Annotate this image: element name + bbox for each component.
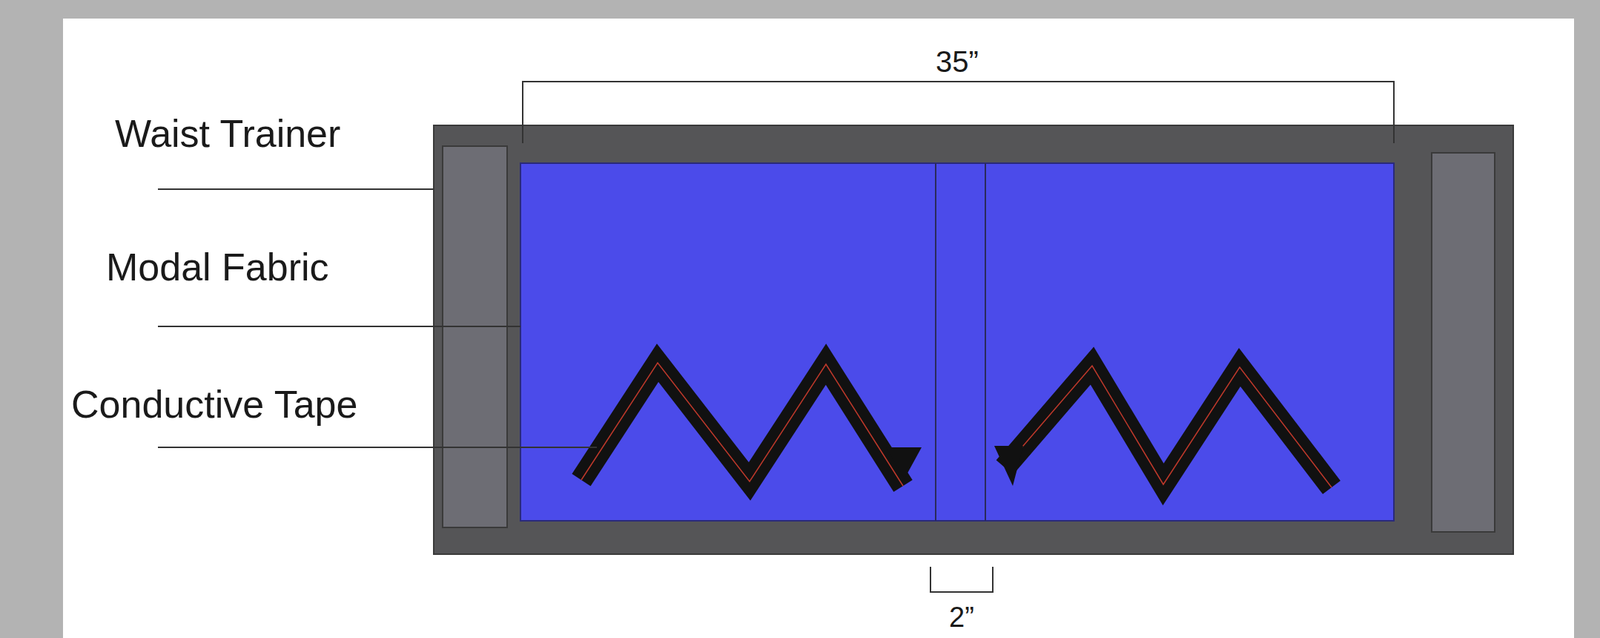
leader-line xyxy=(157,188,434,190)
conductive-tape xyxy=(1004,365,1332,488)
seam-line xyxy=(984,163,987,521)
dimension-bracket xyxy=(930,566,993,592)
part-label: Modal Fabric xyxy=(106,247,330,287)
leader-line xyxy=(157,325,521,327)
side-strip xyxy=(442,146,508,528)
part-label: Waist Trainer xyxy=(114,114,341,153)
seam-line xyxy=(934,163,937,521)
modal-fabric xyxy=(520,163,1394,521)
dimension-line xyxy=(522,81,1394,144)
tape-end xyxy=(886,447,922,479)
page-ground xyxy=(63,18,1575,638)
part-label: Conductive Tape xyxy=(71,384,358,424)
side-strip xyxy=(1431,152,1495,532)
conductive-tape xyxy=(581,362,904,486)
waist-trainer xyxy=(433,125,1514,554)
tape-end xyxy=(994,445,1024,486)
tape-thread xyxy=(1004,365,1332,488)
tape-thread xyxy=(581,362,904,486)
dimension-label: 35” xyxy=(935,46,979,77)
leader-line xyxy=(157,446,597,448)
dimension-label: 2” xyxy=(949,602,975,631)
